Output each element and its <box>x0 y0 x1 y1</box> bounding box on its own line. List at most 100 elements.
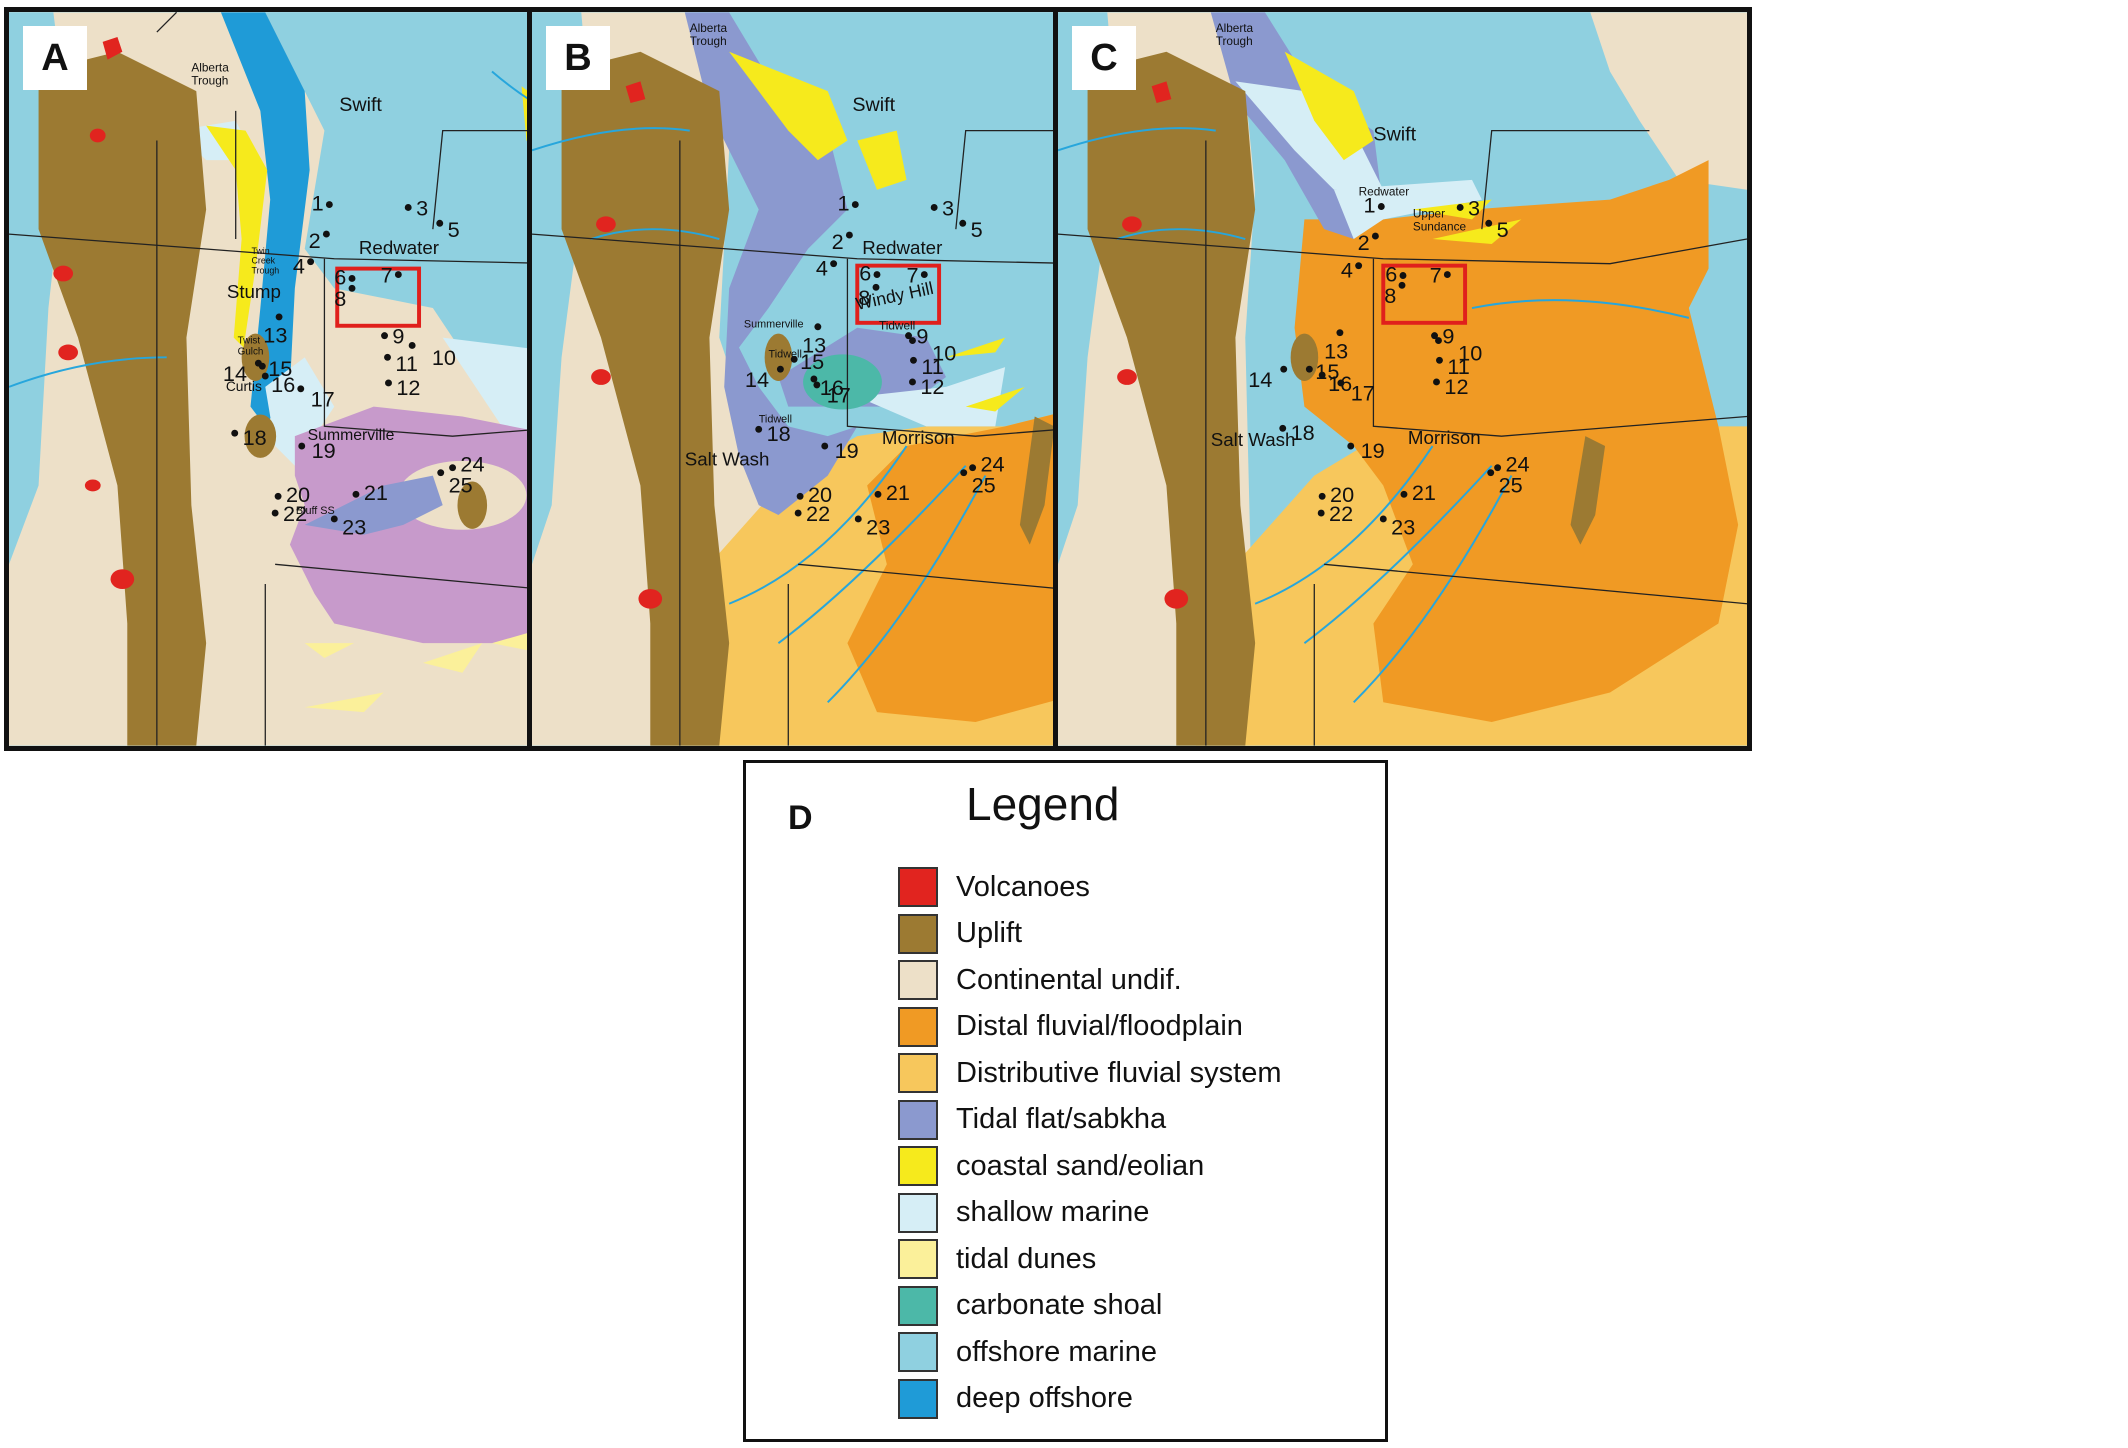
site-marker <box>909 378 916 386</box>
legend-swatch <box>898 1099 938 1140</box>
site-marker <box>1318 492 1326 500</box>
site-marker <box>408 342 416 349</box>
site-number-label: 18 <box>1291 420 1315 445</box>
site-number-label: 19 <box>312 438 336 463</box>
site-marker <box>1487 469 1495 477</box>
site-number-label: 14 <box>1248 367 1272 392</box>
legend-item: Volcanoes <box>898 867 1090 907</box>
site-marker <box>394 271 402 278</box>
site-marker <box>930 204 938 211</box>
shallow-marine-windy-hill <box>857 367 1006 427</box>
legend-swatch <box>898 1239 938 1279</box>
legend-item: Continental undif. <box>898 960 1182 1000</box>
site-number-label: 6 <box>1385 261 1397 286</box>
shallow-marine-redwater <box>1333 179 1482 240</box>
site-number-label: 11 <box>921 354 944 379</box>
legend-item: Tidal flat/sabkha <box>898 1099 1166 1140</box>
site-number-label: 23 <box>1391 515 1415 540</box>
tidal-flat-a <box>304 475 443 535</box>
legend-label: Distal fluvial/floodplain <box>956 1010 1243 1042</box>
curtis-label: Curtis <box>226 379 262 394</box>
site-marker <box>385 379 392 387</box>
eastern-continent <box>1590 12 1747 190</box>
site-marker <box>830 260 838 268</box>
site-marker <box>1280 365 1288 373</box>
coastal-sand <box>1284 51 1522 244</box>
site-marker <box>261 372 269 380</box>
salt-wash-label: Salt Wash <box>685 449 770 470</box>
site-number-label: 19 <box>1361 438 1385 463</box>
legend-title: Legend <box>966 778 1120 830</box>
site-marker <box>330 515 338 523</box>
panel-letter-d: D <box>788 799 813 837</box>
site-number-label: 15 <box>268 356 292 381</box>
legend-swatch <box>898 1285 938 1326</box>
site-marker <box>1336 329 1344 337</box>
legend-item: shallow marine <box>898 1192 1149 1233</box>
site-marker <box>1279 424 1287 432</box>
site-number-label: 14 <box>223 361 247 386</box>
site-marker <box>969 464 977 472</box>
distal-fluvial-floodplain <box>1294 160 1739 723</box>
site-marker <box>1443 271 1451 278</box>
site-number-label: 18 <box>767 421 791 446</box>
legend-label: tidal dunes <box>956 1242 1097 1275</box>
site-number-label: 2 <box>1358 230 1370 255</box>
site-number-label: 24 <box>460 452 484 477</box>
site-marker <box>274 492 282 500</box>
site-marker <box>1433 378 1440 386</box>
site-marker <box>920 271 928 278</box>
site-number-label: 4 <box>816 256 828 281</box>
site-marker <box>258 362 266 370</box>
site-marker <box>449 464 457 472</box>
legend-swatch <box>898 1192 938 1233</box>
site-number-label: 7 <box>907 262 919 287</box>
redwater-label: Redwater <box>862 237 942 258</box>
site-marker <box>845 231 853 239</box>
site-number-label: 13 <box>263 323 287 348</box>
site-number-label: 2 <box>309 228 321 253</box>
legend-swatch <box>898 1053 938 1093</box>
site-marker <box>755 425 763 433</box>
site-marker <box>909 337 916 345</box>
site-number-label: 22 <box>283 501 307 526</box>
site-marker <box>275 313 283 321</box>
site-marker <box>231 429 239 437</box>
legend-label: Distributive fluvial system <box>956 1056 1282 1089</box>
site-number-label: 22 <box>806 501 830 526</box>
legend-item: Uplift <box>898 913 1022 954</box>
bluff-label: Bluff SS <box>296 505 335 517</box>
site-marker <box>352 490 360 498</box>
site-marker <box>1456 204 1464 211</box>
rivers <box>1058 127 1690 704</box>
uplift-small-2 <box>244 414 277 458</box>
site-number-label: 21 <box>364 480 388 505</box>
site-number-label: 20 <box>286 482 310 507</box>
site-number-label: 19 <box>835 438 859 463</box>
site-marker <box>1431 332 1438 340</box>
site-number-label: 25 <box>972 472 996 497</box>
summerville-label: Summerville <box>744 319 804 331</box>
site-number-label: 5 <box>448 217 460 242</box>
site-number-label: 25 <box>449 472 473 497</box>
site-marker <box>1371 232 1379 240</box>
morrison-label: Morrison <box>1408 427 1481 448</box>
legend-item: coastal sand/eolian <box>898 1146 1204 1186</box>
site-marker <box>905 332 912 340</box>
study-area-box <box>855 263 942 325</box>
site-marker <box>271 509 279 517</box>
site-marker <box>1400 490 1408 498</box>
site-number-label: 18 <box>243 425 267 450</box>
site-marker <box>910 356 917 364</box>
site-number-label: 23 <box>342 515 366 540</box>
site-marker <box>348 284 356 292</box>
uplift-belt <box>38 51 207 746</box>
site-number-label: 9 <box>916 324 928 349</box>
volcanoes <box>591 81 663 609</box>
site-number-label: 12 <box>396 375 420 400</box>
site-number-label: 2 <box>832 229 844 254</box>
